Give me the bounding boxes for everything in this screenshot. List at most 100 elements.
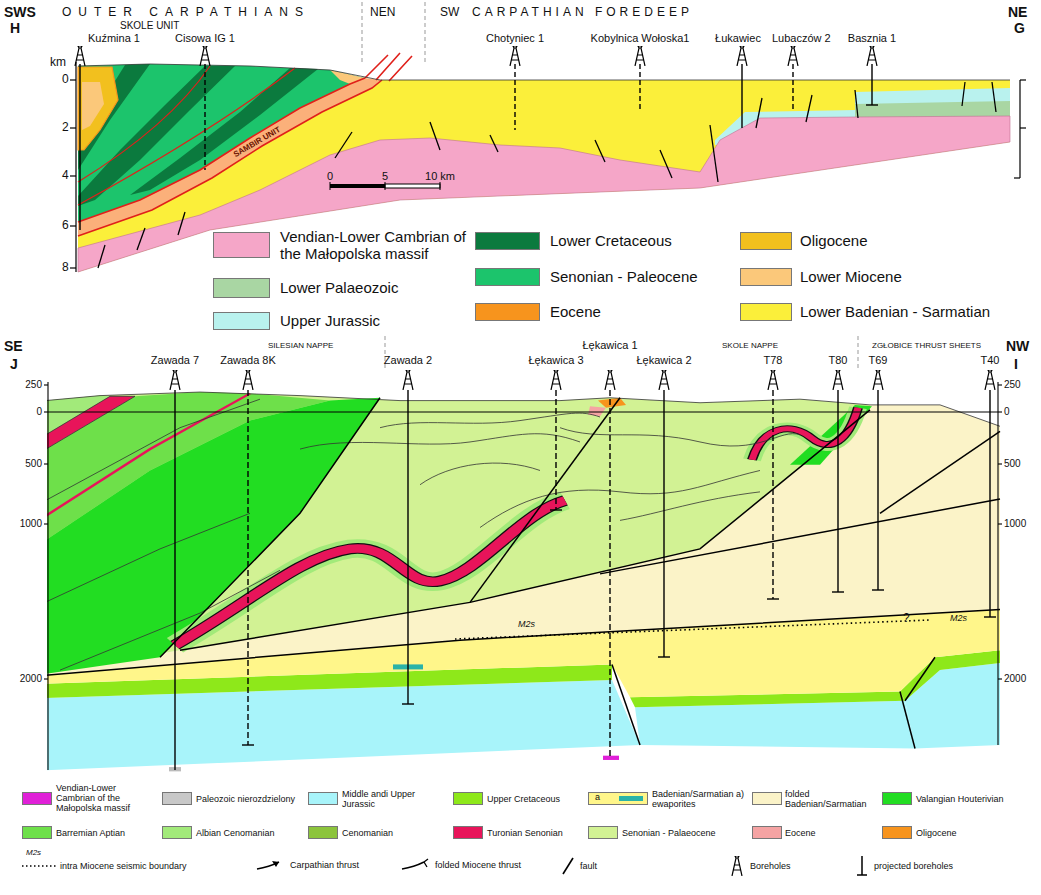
structure-line (75, 62, 76, 272)
structure-line (767, 598, 779, 599)
rock-layer (78, 78, 382, 236)
rock-layer (78, 67, 118, 150)
structure-line (385, 182, 386, 190)
structure-line (962, 82, 965, 106)
structure-line (44, 411, 48, 412)
borehole-symbol (635, 46, 645, 66)
structure-line (832, 591, 844, 592)
legend-text: Senonian - Paleocene (550, 268, 730, 285)
region-label: NEN (370, 6, 395, 20)
structure-line (989, 390, 990, 617)
borehole-symbol (200, 46, 210, 66)
structure-line (1020, 127, 1026, 128)
legend-swatch (740, 303, 792, 321)
structure-line (752, 408, 858, 460)
axis-label: 1000 (20, 518, 42, 530)
borehole-symbol (243, 370, 253, 390)
structure-line (22, 393, 250, 531)
structure-line (178, 212, 185, 235)
structure-line (300, 434, 580, 449)
axis-label: 8 (62, 261, 69, 275)
scale-label: 10 km (425, 170, 455, 183)
structure-line (44, 384, 48, 385)
legend-swatch (213, 312, 270, 330)
borehole-name: Basznia 1 (848, 32, 896, 45)
legend-swatch (213, 232, 270, 258)
structure-line (70, 225, 76, 226)
borehole-symbol (867, 46, 877, 66)
structure-line (998, 411, 1002, 412)
legend-text: projected boreholes (874, 861, 984, 871)
drawing-group (330, 182, 440, 190)
borehole-name: T78 (764, 354, 783, 367)
borehole-name: Zawada 8K (220, 354, 276, 367)
rock-layer (598, 398, 626, 408)
evaporite-bar (619, 796, 643, 801)
legend-sample (400, 858, 430, 872)
legend-text: Lower Palaeozoic (280, 279, 470, 296)
legend-text: Lower Miocene (800, 268, 1020, 285)
structure-line (180, 410, 870, 650)
structure-line (871, 64, 872, 105)
borehole-name: Chotyniec 1 (486, 32, 544, 45)
structure-line (514, 64, 515, 130)
legend-text: Middle andi Upper Jurassic (342, 788, 442, 809)
structure-line (900, 692, 915, 749)
structure-line (997, 382, 998, 745)
borehole-symbol (659, 370, 669, 390)
rock-layer (78, 64, 365, 222)
structure-line (992, 82, 996, 112)
legend-text: Carpathian thrust (290, 860, 390, 870)
legend-key: a (595, 792, 600, 802)
legend-text: Lower Badenian - Sarmatian (800, 303, 1020, 320)
axis-label: 0 (1004, 406, 1010, 418)
structure-line (872, 589, 884, 590)
structure-line (710, 125, 718, 182)
borehole-name: T40 (981, 354, 1000, 367)
section-end-label: H (10, 20, 20, 36)
structure-line (1014, 177, 1020, 178)
legend-swatch (752, 826, 782, 839)
region-label: SKOLE NAPPE (722, 341, 778, 350)
legend-text: Eocene (550, 303, 730, 320)
borehole-name: Zawada 7 (151, 354, 199, 367)
axis-label: 2000 (20, 673, 42, 685)
rock-layer (635, 701, 915, 749)
structure-line (877, 390, 878, 590)
structure-line (70, 127, 76, 128)
structure-line (22, 399, 260, 513)
structure-line (440, 182, 441, 190)
legend-text: folded Miocene thrust (435, 860, 545, 870)
structure-line (22, 392, 1000, 426)
structure-line (837, 390, 838, 592)
drawing-group (44, 382, 1002, 770)
structure-line (330, 182, 331, 190)
marker-rect (330, 184, 385, 188)
legend-text: folded Badenian/Sarmatian (785, 788, 877, 809)
legend-text: Oligocene (916, 827, 1016, 837)
legend-swatch (308, 792, 338, 805)
region-label: ZGŁOBICE THRUST SHEETS (872, 341, 981, 350)
legend-text: Vendian-Lower Cambrian of the Małopolska… (280, 228, 470, 263)
structure-line (480, 470, 760, 527)
structure-line (78, 66, 210, 182)
legend-text: Eocene (785, 827, 877, 837)
axis-label: 250 (1004, 379, 1021, 391)
legend-swatch (588, 826, 618, 839)
structure-line (60, 570, 280, 670)
legend-swatch (213, 278, 270, 298)
borehole-name: Łękawica 2 (636, 354, 691, 367)
structure-line (48, 411, 998, 412)
legend-swatch (453, 792, 483, 805)
structure-line (247, 390, 248, 745)
structure-line (600, 499, 1000, 574)
structure-line (555, 390, 556, 510)
structure-line (175, 500, 565, 645)
section-end-label: G (1014, 20, 1025, 36)
legend-swatch (740, 268, 792, 286)
axis-label: 250 (25, 379, 42, 391)
section-end-label: I (1014, 356, 1018, 372)
structure-line (663, 390, 664, 657)
